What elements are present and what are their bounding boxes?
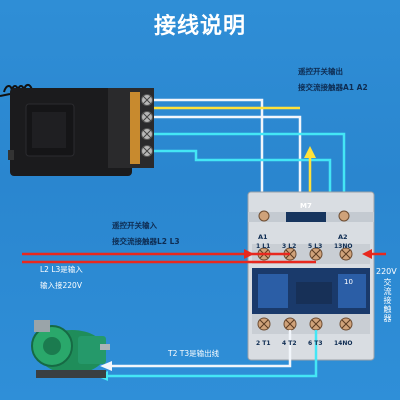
contactor-a1: A1 bbox=[258, 233, 268, 241]
wire-output bbox=[104, 330, 318, 378]
red-arrowheads bbox=[244, 249, 372, 259]
label-remote-input: 遥控开关输入 bbox=[112, 221, 157, 230]
label-contactor-vertical: 交流接触器 bbox=[383, 278, 392, 323]
label-output-t2t3: T2 T3是输出线 bbox=[168, 349, 220, 358]
terminal-top-4: 13NO bbox=[334, 243, 353, 250]
contactor-bottom-screws bbox=[257, 317, 353, 331]
label-input-220v: 输入接220V bbox=[40, 281, 82, 290]
ac-contactor bbox=[247, 191, 375, 361]
terminal-bottom-1: 2 T1 bbox=[256, 340, 271, 347]
label-l2l3-input: L2 L3是输入 bbox=[40, 265, 83, 274]
contactor-mid-number: 10 bbox=[344, 278, 353, 286]
wire-white bbox=[154, 98, 302, 208]
water-pump bbox=[31, 320, 110, 378]
remote-receiver bbox=[8, 88, 154, 176]
terminal-bottom-4: 14NO bbox=[334, 340, 353, 347]
label-220v: 220V bbox=[376, 267, 397, 276]
page-title: 接线说明 bbox=[153, 14, 246, 39]
terminal-bottom-3: 6 T3 bbox=[308, 340, 323, 347]
label-remote-input-l2l3: 接交流接触器L2 L3 bbox=[112, 237, 180, 246]
receiver-terminals bbox=[141, 94, 153, 157]
terminal-top-3: 5 L3 bbox=[308, 243, 323, 250]
label-remote-output-a1a2: 接交流接触器A1 A2 bbox=[298, 83, 368, 92]
wire-cyan bbox=[154, 132, 346, 206]
terminal-top-1: 1 L1 bbox=[256, 243, 271, 250]
label-remote-output: 遥控开关输出 bbox=[298, 67, 343, 76]
terminal-bottom-2: 4 T2 bbox=[282, 340, 297, 347]
contactor-model: M7 bbox=[300, 202, 312, 210]
contactor-a2: A2 bbox=[338, 233, 348, 241]
terminal-top-2: 3 L2 bbox=[282, 243, 297, 250]
